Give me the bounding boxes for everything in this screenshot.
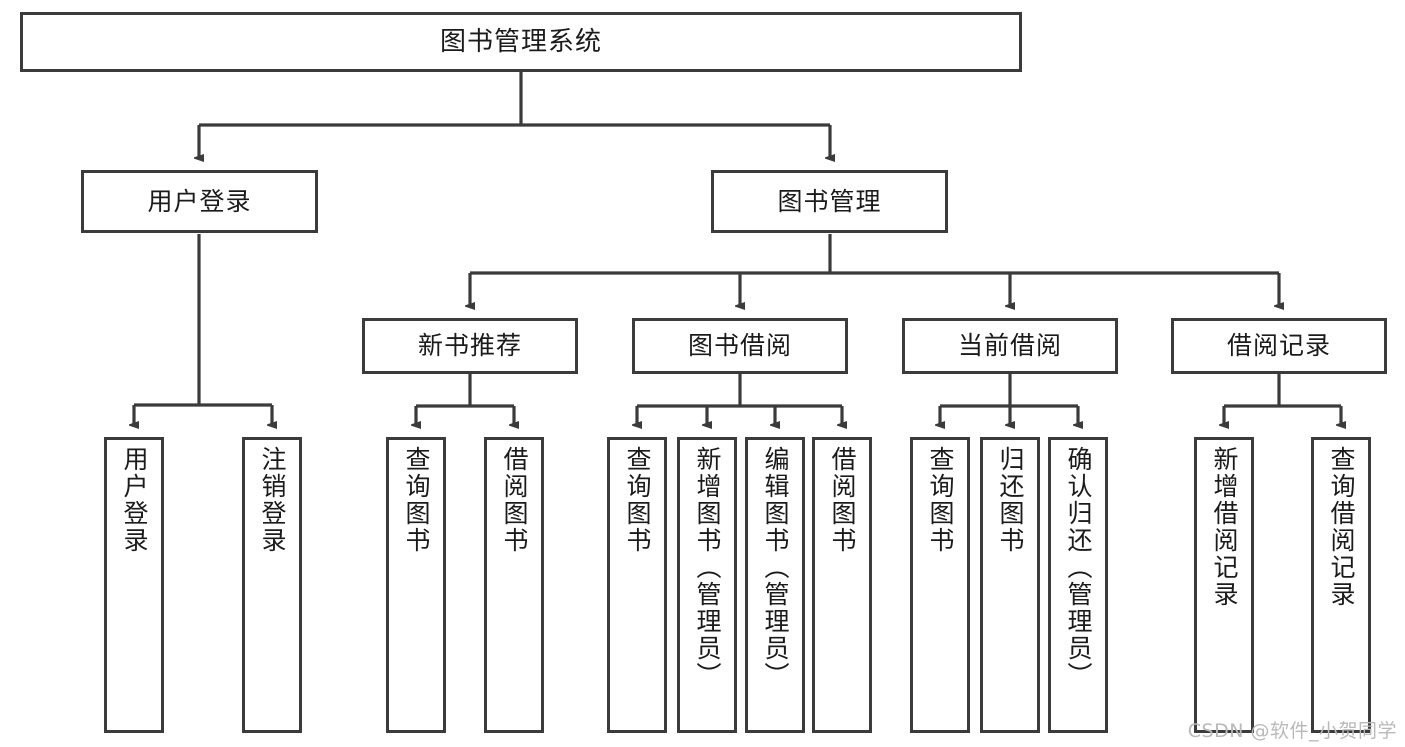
leaf-current-borrow-query-books[interactable]: 查询图书 (910, 437, 970, 733)
node-borrowing-records[interactable]: 借阅记录 (1171, 318, 1387, 374)
leaf-book-borrow-query-books[interactable]: 查询图书 (607, 437, 667, 733)
leaf-book-borrow-borrow-books[interactable]: 借阅图书 (812, 437, 872, 733)
node-label: 注销登录 (258, 446, 287, 554)
leaf-user-login-logout[interactable]: 注销登录 (242, 437, 302, 733)
node-label: 当前借阅 (957, 331, 1062, 361)
leaf-new-book-query-books[interactable]: 查询图书 (386, 437, 446, 733)
node-label: 新增图书（管理员） (693, 446, 722, 689)
leaf-current-borrow-confirm-return-admin[interactable]: 确认归还（管理员） (1048, 437, 1108, 733)
leaf-user-login-login[interactable]: 用户登录 (104, 437, 164, 733)
node-label: 图书借阅 (687, 331, 792, 361)
node-label: 用户登录 (120, 446, 149, 554)
csdn-watermark: CSDN @软件_小贺同学 (1187, 720, 1397, 742)
node-label: 新增借阅记录 (1210, 446, 1239, 608)
leaf-current-borrow-return-books[interactable]: 归还图书 (980, 437, 1040, 733)
leaf-book-borrow-add-book-admin[interactable]: 新增图书（管理员） (677, 437, 737, 733)
leaf-record-add-borrow-record[interactable]: 新增借阅记录 (1194, 437, 1254, 733)
node-book-management[interactable]: 图书管理 (711, 170, 948, 233)
node-label: 查询图书 (623, 446, 652, 554)
node-book-borrowing[interactable]: 图书借阅 (632, 318, 848, 374)
node-label: 确认归还（管理员） (1064, 446, 1093, 689)
node-new-book-recommendation[interactable]: 新书推荐 (362, 318, 578, 374)
leaf-new-book-borrow-books[interactable]: 借阅图书 (484, 437, 544, 733)
node-label: 图书管理 (777, 186, 882, 216)
node-label: 查询借阅记录 (1327, 446, 1356, 608)
node-label: 借阅图书 (500, 446, 529, 554)
leaf-record-query-borrow-record[interactable]: 查询借阅记录 (1311, 437, 1371, 733)
leaf-book-borrow-edit-book-admin[interactable]: 编辑图书（管理员） (745, 437, 805, 733)
node-label: 查询图书 (402, 446, 431, 554)
node-label: 编辑图书（管理员） (761, 446, 790, 689)
node-label: 用户登录 (147, 186, 252, 216)
node-root-book-management-system[interactable]: 图书管理系统 (20, 12, 1022, 72)
node-label: 借阅记录 (1226, 331, 1331, 361)
node-user-login[interactable]: 用户登录 (81, 170, 318, 233)
node-label: 借阅图书 (828, 446, 857, 554)
node-label: 归还图书 (996, 446, 1025, 554)
node-label: 查询图书 (926, 446, 955, 554)
node-current-borrowing[interactable]: 当前借阅 (902, 318, 1118, 374)
node-label: 新书推荐 (417, 331, 522, 361)
node-label: 图书管理系统 (439, 26, 602, 57)
